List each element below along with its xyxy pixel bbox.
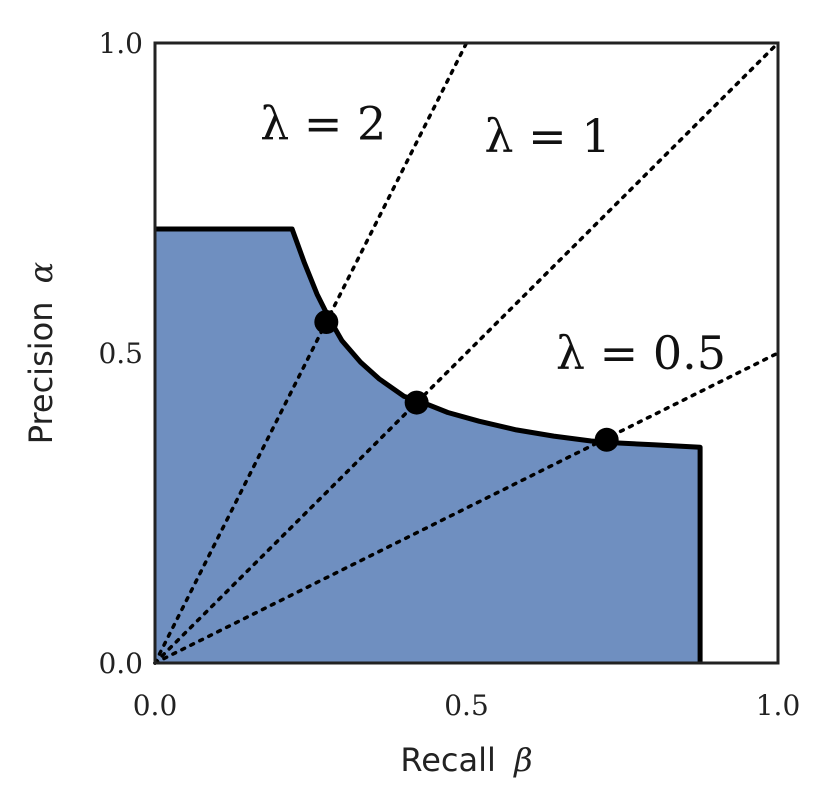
data-point-0: [314, 310, 339, 334]
reference-lines: [153, 41, 780, 665]
reference-line-label-0: λ = 2: [260, 97, 386, 151]
y-tick-label-0: 0.0: [98, 647, 143, 680]
plot-area: [153, 41, 780, 665]
y-axis-label-symbol: α: [22, 262, 60, 284]
reference-line-2: [153, 351, 780, 665]
y-axis-label-text: Precision: [22, 302, 60, 445]
reference-line-1: [153, 41, 780, 665]
y-axis-ticks: 0.0 0.5 1.0: [98, 27, 143, 680]
reference-line-label-1: λ = 1: [484, 109, 610, 163]
x-tick-label-1: 0.5: [444, 689, 489, 722]
data-point-2: [594, 427, 619, 452]
plot-frame: [153, 41, 780, 665]
x-tick-label-0: 0.0: [133, 689, 178, 722]
x-axis-label-text: Recall: [400, 741, 495, 779]
x-axis-label: Recall β: [400, 741, 532, 779]
points: [314, 310, 619, 452]
data-point-1: [404, 390, 429, 415]
y-axis-label: Precision α: [22, 262, 60, 445]
feasible-region: [155, 229, 701, 663]
x-axis-ticks: 0.0 0.5 1.0: [133, 689, 801, 722]
y-tick-label-2: 1.0: [98, 27, 143, 60]
reference-line-labels: λ = 2 λ = 1 λ = 0.5: [260, 97, 726, 380]
y-tick-label-1: 0.5: [98, 337, 143, 370]
x-axis-label-symbol: β: [513, 741, 533, 779]
x-tick-label-2: 1.0: [756, 689, 801, 722]
reference-line-label-2: λ = 0.5: [556, 326, 726, 380]
